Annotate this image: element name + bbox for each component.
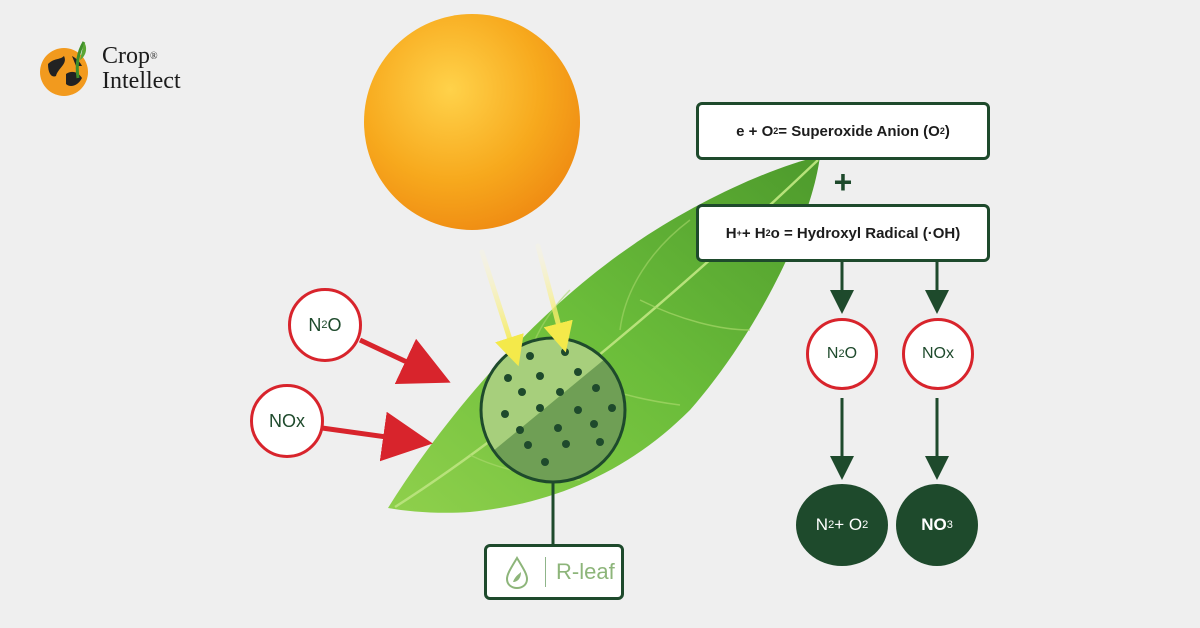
sun <box>364 14 580 230</box>
mid-n2o-sub: 2 <box>838 348 845 360</box>
logo: Crop® Intellect <box>38 38 181 100</box>
n2o-input-arrow <box>358 337 451 384</box>
logo-line2: Intellect <box>102 68 181 94</box>
formula-bottom-part: H <box>725 224 737 242</box>
product-n2-sub: 2 <box>828 519 835 531</box>
formula-top-sub1: 2 <box>773 126 779 136</box>
input-n2o-o: O <box>327 314 342 335</box>
plus-sign: + <box>833 164 853 200</box>
product-o2-label: + O <box>834 515 863 534</box>
input-nox-circle: NOx <box>250 384 324 458</box>
globe-leaf-icon <box>40 41 88 96</box>
formula-top-part: e + O <box>736 122 774 140</box>
product-no3-sub: 3 <box>946 519 953 531</box>
formula-top-mid: = Superoxide Anion (O <box>778 122 940 140</box>
formula-bottom-sup1: + <box>736 228 742 238</box>
pollutant-particles <box>501 348 616 466</box>
input-nox-label: NOx <box>269 410 305 431</box>
formula-bottom-mid1: + H <box>741 224 766 242</box>
rleaf-label: R-leaf <box>556 559 615 584</box>
formula-top-post: ) <box>944 122 950 140</box>
rleaf-badge: R-leaf <box>484 544 624 600</box>
formula-bottom-mid2: o = Hydroxyl Radical (·OH) <box>770 224 961 242</box>
water-drop-leaf-icon <box>505 556 529 590</box>
logo-line1: Crop <box>102 43 150 69</box>
mid-nox-circle: NOx <box>902 318 974 390</box>
light-beams <box>479 243 573 367</box>
input-n2o-sub: 2 <box>321 319 328 331</box>
formula-bottom-sub1: 2 <box>765 228 771 238</box>
logo-registered-mark: ® <box>150 51 158 62</box>
rleaf-divider <box>545 557 546 587</box>
product-o2-sub: 2 <box>862 519 869 531</box>
mid-nox-label: NOx <box>922 345 954 362</box>
mid-n2o-o: O <box>844 345 858 362</box>
nox-input-arrow <box>321 411 433 462</box>
input-n2o-n: N <box>308 314 322 335</box>
logo-wordmark: Crop® Intellect <box>102 44 181 94</box>
mid-n2o-n: N <box>826 345 839 362</box>
formula-top-sub2: 2 <box>939 126 945 136</box>
product-no3-label: NO <box>921 515 947 534</box>
product-n2-label: N <box>815 515 829 534</box>
